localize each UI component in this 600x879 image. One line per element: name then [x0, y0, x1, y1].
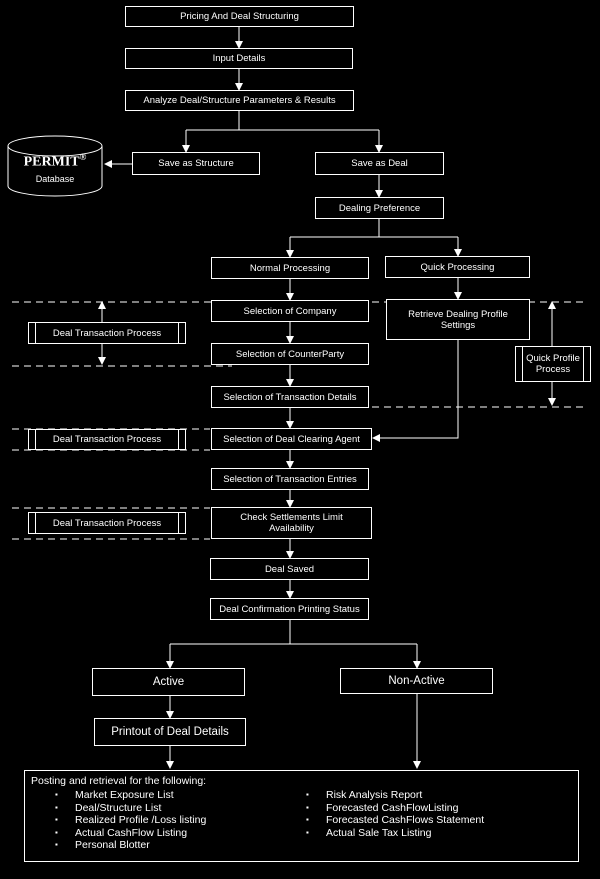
deal-transaction-process-1[interactable]: Deal Transaction Process [28, 322, 186, 344]
list-item[interactable]: ▪Forecasted CashFlowListing [306, 801, 459, 814]
deal-transaction-process-3[interactable]: Deal Transaction Process [28, 512, 186, 534]
list-item[interactable]: ▪Actual Sale Tax Listing [306, 826, 432, 839]
save-structure-box[interactable]: Save as Structure [132, 152, 260, 175]
selection-clearing-agent-box[interactable]: Selection of Deal Clearing Agent [211, 428, 372, 450]
active-box[interactable]: Active [92, 668, 245, 696]
confirmation-printing-box[interactable]: Deal Confirmation Printing Status [210, 598, 369, 620]
quick-processing-box[interactable]: Quick Processing [385, 256, 530, 278]
list-item[interactable]: ▪Actual CashFlow Listing [55, 826, 188, 839]
bullet-icon: ▪ [306, 815, 309, 824]
save-deal-box[interactable]: Save as Deal [315, 152, 444, 175]
selection-transaction-details-box[interactable]: Selection of Transaction Details [211, 386, 369, 408]
selection-company-box[interactable]: Selection of Company [211, 300, 369, 322]
pricing-box[interactable]: Pricing And Deal Structuring [125, 6, 354, 27]
list-item[interactable]: ▪Deal/Structure List [55, 801, 162, 814]
posting-retrieval-box: Posting and retrieval for the following:… [24, 770, 579, 862]
list-item[interactable]: ▪Risk Analysis Report [306, 789, 423, 801]
analyze-box[interactable]: Analyze Deal/Structure Parameters & Resu… [125, 90, 354, 111]
bullet-icon: ▪ [55, 827, 58, 837]
database-cylinder [7, 135, 103, 197]
dealing-preference-box[interactable]: Dealing Preference [315, 197, 444, 219]
bullet-icon: ▪ [55, 802, 58, 812]
check-settlements-box[interactable]: Check Settlements Limit Availability [211, 507, 372, 539]
database-label: PERMIT® Database [8, 152, 102, 184]
printout-box[interactable]: Printout of Deal Details [94, 718, 246, 746]
list-item[interactable]: ▪Market Exposure List [55, 789, 174, 801]
deal-saved-box[interactable]: Deal Saved [210, 558, 369, 580]
normal-processing-box[interactable]: Normal Processing [211, 257, 369, 279]
bullet-icon: ▪ [55, 790, 58, 799]
posting-heading: Posting and retrieval for the following: [31, 775, 207, 787]
list-item[interactable]: ▪Personal Blotter [55, 839, 150, 851]
quick-profile-process[interactable]: Quick Profile Process [515, 346, 591, 382]
bullet-icon: ▪ [55, 840, 58, 849]
list-item[interactable]: ▪Forecasted CashFlows Statement [306, 814, 485, 826]
posting-left-list: ▪Market Exposure List ▪Deal/Structure Li… [55, 789, 206, 852]
retrieve-profile-box[interactable]: Retrieve Dealing Profile Settings [386, 299, 530, 340]
non-active-box[interactable]: Non-Active [340, 668, 493, 694]
input-details-box[interactable]: Input Details [125, 48, 353, 69]
selection-transaction-entries-box[interactable]: Selection of Transaction Entries [211, 468, 369, 490]
posting-right-list: ▪Risk Analysis Report ▪Forecasted CashFl… [306, 789, 484, 839]
list-item[interactable]: ▪Realized Profile /Loss listing [55, 814, 207, 826]
deal-transaction-process-2[interactable]: Deal Transaction Process [28, 429, 186, 450]
bullet-icon: ▪ [306, 827, 309, 837]
selection-counterparty-box[interactable]: Selection of CounterParty [211, 343, 369, 365]
bullet-icon: ▪ [55, 815, 58, 824]
database-subtitle: Database [35, 173, 75, 184]
database-title: PERMIT® [23, 152, 87, 170]
bullet-icon: ▪ [306, 790, 309, 799]
bullet-icon: ▪ [306, 802, 309, 812]
